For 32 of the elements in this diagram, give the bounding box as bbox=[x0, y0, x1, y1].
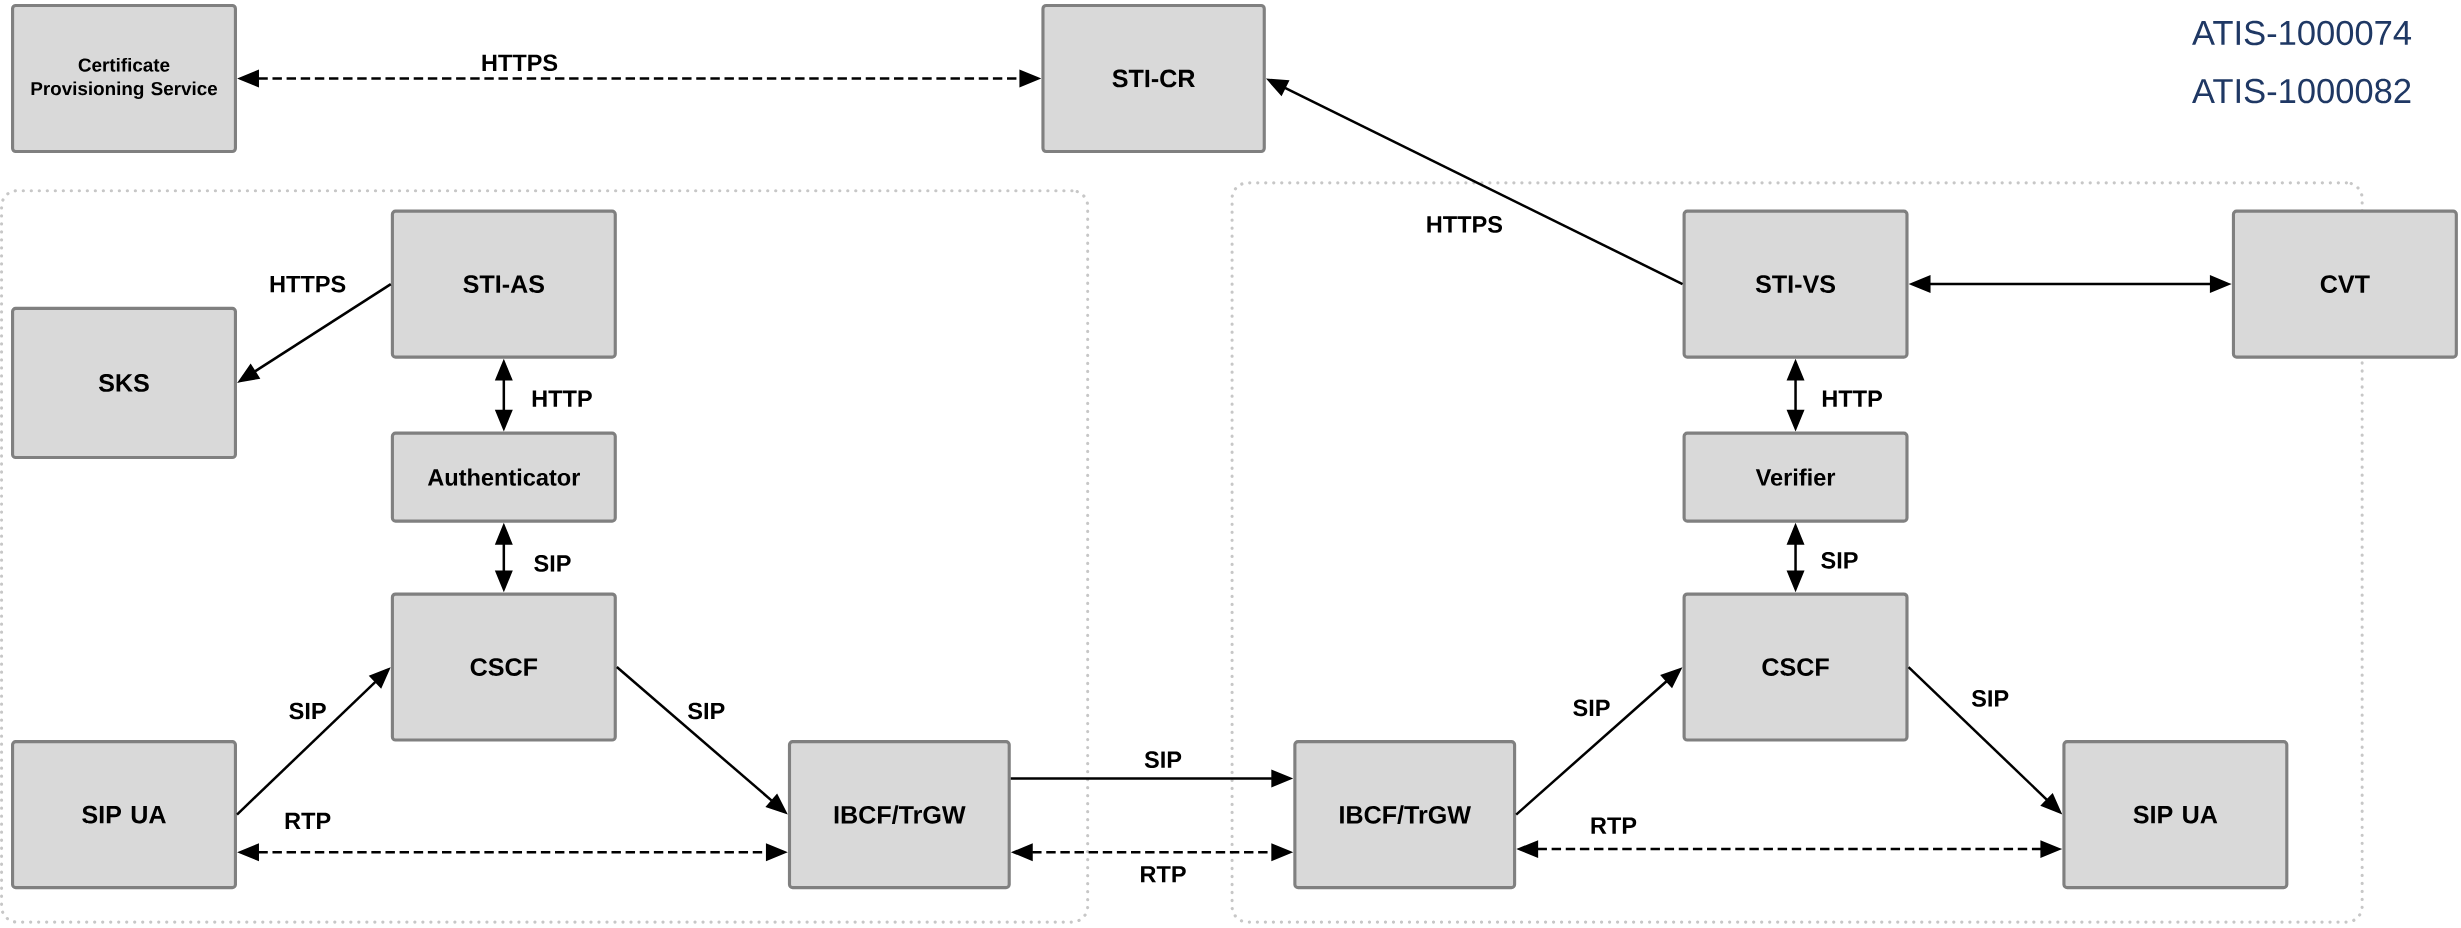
edge-label: RTP bbox=[282, 811, 333, 831]
edge-label: HTTPS bbox=[1424, 214, 1505, 235]
edge-label: SIP bbox=[1818, 550, 1861, 571]
standard-number: ATIS-1000074 bbox=[2192, 20, 2412, 46]
edge-label: SIP bbox=[1142, 749, 1184, 770]
process-box: STI-AS bbox=[390, 209, 617, 359]
process-box: CSCF bbox=[1682, 592, 1909, 742]
edge-label: RTP bbox=[1137, 864, 1189, 885]
standard-number: ATIS-1000082 bbox=[2192, 79, 2411, 104]
edge-label: RTP bbox=[1588, 816, 1639, 836]
process-box: CVT bbox=[2231, 209, 2458, 359]
process-box: STI-VS bbox=[1682, 209, 1909, 359]
edge-label: HTTP bbox=[529, 389, 595, 409]
edge-label: SIP bbox=[1570, 698, 1613, 718]
edge-label: HTTP bbox=[1819, 389, 1885, 409]
process-box: Verifier bbox=[1682, 431, 1909, 523]
process-box: CSCF bbox=[390, 592, 617, 742]
edge-label: HTTPS bbox=[479, 53, 560, 73]
process-box: SIP UA bbox=[11, 740, 237, 890]
process-box: IBCF/TrGW bbox=[1293, 740, 1517, 890]
edge-label: SIP bbox=[1969, 688, 2011, 709]
process-box: STI-CR bbox=[1041, 4, 1266, 154]
process-box: Authenticator bbox=[390, 431, 617, 523]
edge-label: HTTPS bbox=[267, 274, 348, 295]
process-box: SIP UA bbox=[2062, 740, 2289, 890]
process-box: IBCF/TrGW bbox=[787, 740, 1011, 890]
edge-label: SIP bbox=[531, 553, 573, 574]
edge-label: SIP bbox=[685, 701, 727, 722]
process-box: SKS bbox=[11, 307, 237, 460]
process-box: Certificate Provisioning Service bbox=[11, 4, 237, 154]
edge-label: SIP bbox=[287, 701, 329, 722]
group-frame bbox=[0, 189, 1090, 924]
